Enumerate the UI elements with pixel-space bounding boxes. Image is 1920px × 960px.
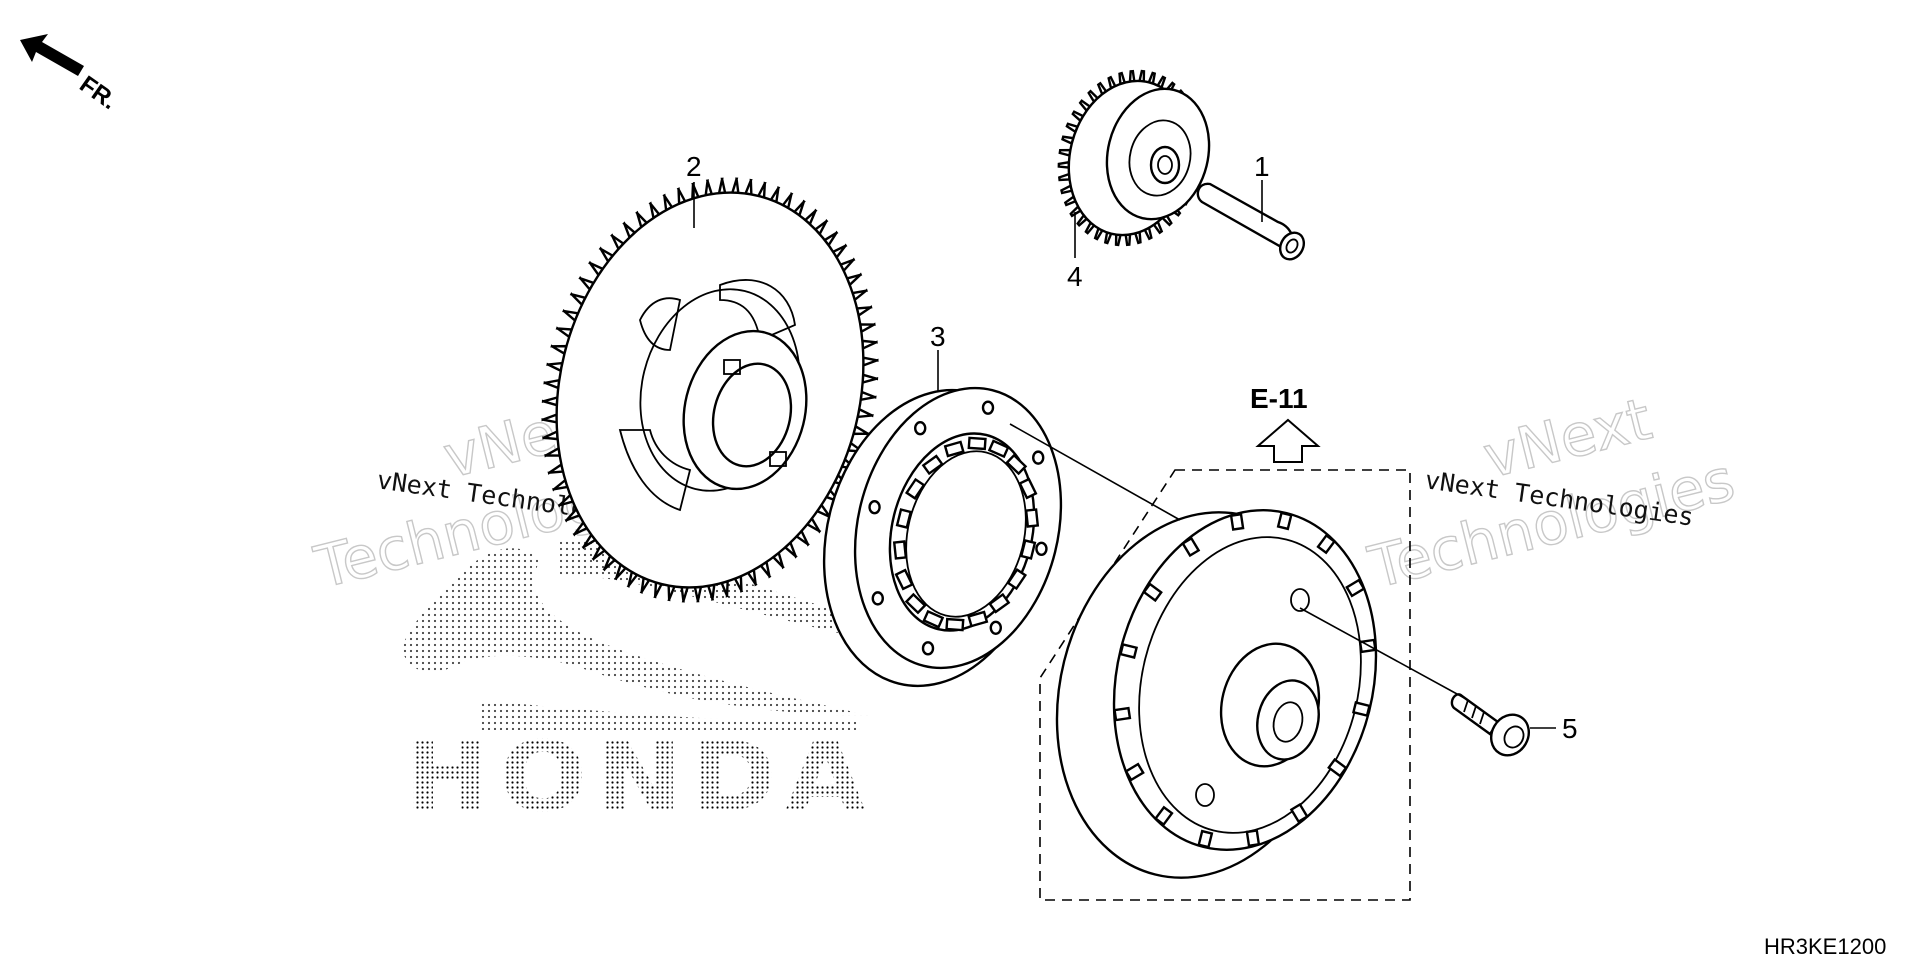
part-5-flange-bolt bbox=[1450, 693, 1530, 757]
callout-1: 1 bbox=[1254, 151, 1270, 182]
up-arrow-icon bbox=[1255, 418, 1321, 463]
part-1-idle-gear-shaft bbox=[1196, 182, 1306, 261]
reference-label[interactable]: E-11 bbox=[1250, 383, 1308, 414]
clutch-bolt-hole bbox=[1032, 450, 1045, 465]
clutch-roller bbox=[1006, 567, 1028, 591]
flywheel-tab bbox=[1142, 582, 1163, 603]
gear-tooth bbox=[861, 339, 878, 351]
gear-tooth bbox=[743, 178, 753, 196]
flywheel-tab bbox=[1124, 762, 1145, 782]
flywheel-tab bbox=[1351, 701, 1371, 718]
clutch-roller bbox=[922, 609, 945, 629]
clutch-roller bbox=[943, 440, 965, 458]
part-4-starter-idle-gear bbox=[1057, 69, 1211, 247]
clutch-roller bbox=[921, 454, 944, 476]
gear-tooth bbox=[730, 177, 740, 195]
flywheel-tab bbox=[1316, 533, 1337, 555]
front-arrow-icon bbox=[20, 34, 84, 76]
clutch-roller bbox=[1024, 508, 1040, 528]
gear-tooth bbox=[667, 584, 677, 602]
clutch-bolt-hole bbox=[914, 421, 927, 436]
flywheel-tab bbox=[1113, 706, 1132, 722]
clutch-roller bbox=[988, 592, 1011, 614]
clutch-roller bbox=[894, 568, 914, 591]
honda-logo: HONDA bbox=[402, 540, 874, 833]
clutch-roller bbox=[967, 610, 989, 628]
flywheel-tab bbox=[1181, 536, 1201, 558]
gear-tooth bbox=[862, 356, 879, 368]
flywheel-tab bbox=[1276, 511, 1293, 531]
flywheel-tab bbox=[1119, 642, 1139, 659]
flywheel-tab bbox=[1289, 802, 1309, 824]
clutch-roller bbox=[1019, 539, 1037, 560]
clutch-roller bbox=[967, 436, 987, 451]
flywheel-tab bbox=[1229, 512, 1245, 531]
gear-tooth bbox=[543, 378, 561, 390]
leader-line-bolt bbox=[1299, 607, 1469, 701]
honda-logo-text: HONDA bbox=[404, 721, 874, 833]
flywheel-tab bbox=[1153, 805, 1174, 827]
front-label: FR. bbox=[75, 71, 122, 115]
flywheel-tab bbox=[1197, 829, 1214, 849]
clutch-roller bbox=[1018, 477, 1038, 500]
part-2-starter-driven-gear bbox=[541, 177, 879, 603]
gear-tooth bbox=[861, 373, 879, 385]
watermark-right: vNext Technologies vNext Technologies bbox=[1361, 384, 1741, 603]
callout-3: 3 bbox=[930, 321, 946, 352]
clutch-roller bbox=[904, 592, 927, 615]
part-3-one-way-clutch bbox=[822, 386, 1063, 688]
clutch-bolt-hole bbox=[921, 641, 935, 656]
clutch-roller bbox=[1005, 453, 1028, 476]
honda-wing-logo bbox=[402, 540, 872, 730]
leader-line-clutch bbox=[1009, 423, 1181, 521]
diagram-code: HR3KE1200 bbox=[1764, 934, 1886, 959]
clutch-bolt-hole bbox=[989, 620, 1002, 635]
clutch-bolt-hole bbox=[1035, 541, 1048, 557]
clutch-roller bbox=[895, 508, 913, 529]
flywheel-assembly bbox=[1055, 509, 1378, 879]
flywheel-tab bbox=[1345, 578, 1366, 598]
gear-tooth bbox=[717, 177, 727, 195]
gear-tooth bbox=[693, 585, 703, 603]
clutch-bolt-hole bbox=[981, 400, 995, 415]
front-direction-indicator: FR. bbox=[20, 34, 122, 115]
gear-tooth bbox=[859, 390, 877, 402]
flywheel-tab bbox=[1327, 757, 1348, 778]
clutch-roller bbox=[892, 540, 908, 560]
callout-4: 4 bbox=[1067, 261, 1083, 292]
clutch-bolt-hole bbox=[868, 499, 881, 515]
reference-e11[interactable]: E-11 bbox=[1250, 383, 1321, 463]
clutch-bolt-hole bbox=[871, 591, 884, 606]
clutch-roller bbox=[987, 439, 1010, 459]
callout-2: 2 bbox=[686, 151, 702, 182]
gear-tooth bbox=[680, 585, 690, 603]
assembly-boundary bbox=[1039, 469, 1411, 901]
callout-5: 5 bbox=[1562, 713, 1578, 744]
flywheel-tab bbox=[1245, 829, 1261, 848]
clutch-roller bbox=[945, 617, 965, 632]
clutch-roller bbox=[904, 477, 926, 501]
